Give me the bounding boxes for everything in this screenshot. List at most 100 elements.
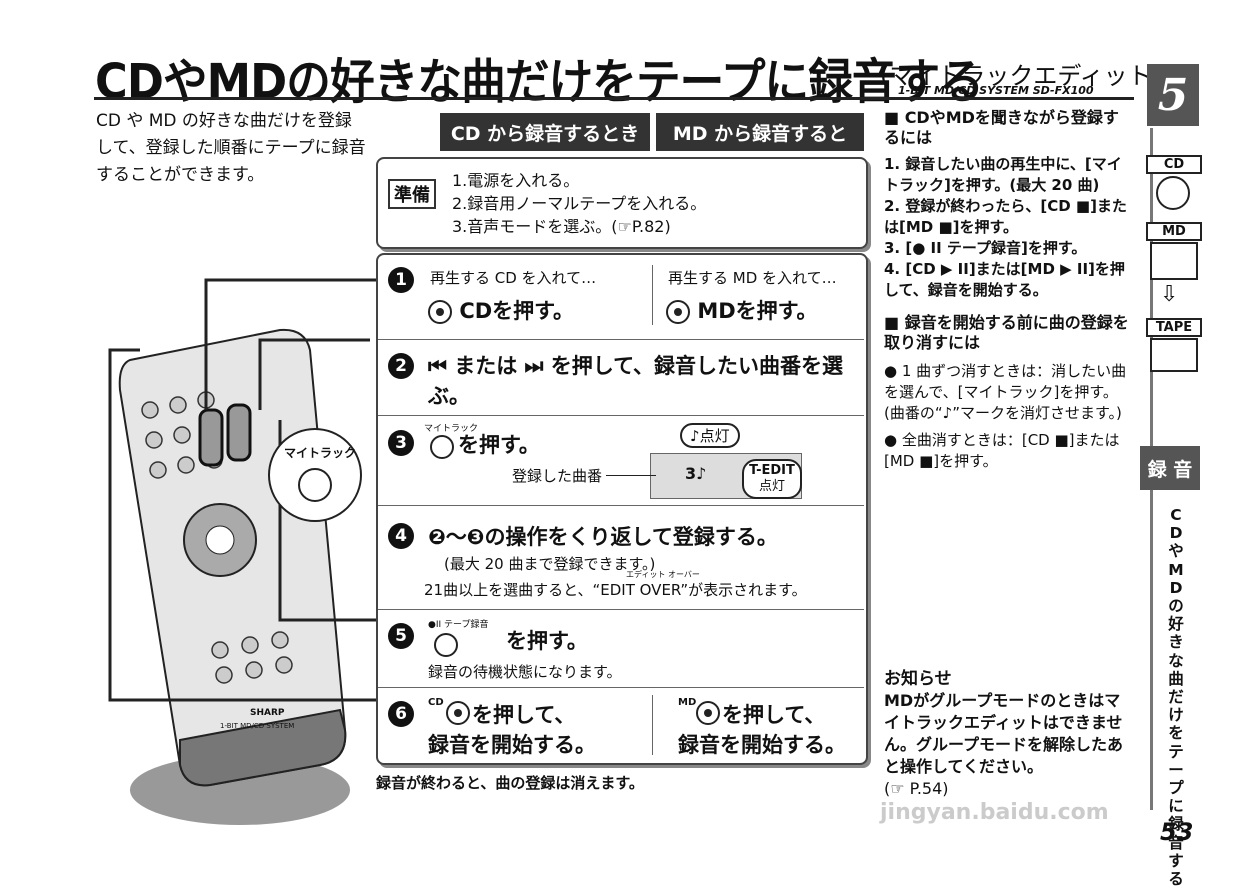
lit-label-note: ♪点灯 (680, 423, 740, 448)
remote-button (271, 631, 289, 649)
step6-cd-line1: を押して、 (472, 703, 576, 727)
notice-text: MDがグループモードのときはマイトラックエディットはできません。グループモードを… (884, 691, 1124, 776)
step4-note2: 21曲以上を選曲すると、“EDIT OVER”が表示されます。 (424, 581, 807, 599)
step-separator (378, 339, 864, 340)
connector-line (258, 338, 370, 410)
step1-md-action-text: MDを押す。 (697, 299, 818, 323)
remote-bottom (179, 708, 347, 787)
remote-button (149, 461, 167, 479)
connector-line (204, 278, 376, 410)
play-pause-icon (696, 701, 720, 725)
prep-item: 2.録音用ノーマルテープを入れる。 (452, 194, 707, 213)
lit-label-tedit: T-EDIT 点灯 (742, 459, 802, 499)
play-pause-icon (446, 701, 470, 725)
play-pause-icon-shape (696, 701, 720, 725)
intro-text: CD や MD の好きな曲だけを登録して、登録した順番にテープに録音することがで… (96, 111, 366, 185)
remote-highlight-buttons (226, 403, 252, 462)
step5-ruby: ●II テープ録音 (428, 620, 489, 630)
remote-button (245, 661, 263, 679)
column-divider (652, 265, 653, 325)
sidebar-item: 1. 録音したい曲の再生中に、[マイトラック]を押す。(最大 20 曲) (884, 155, 1122, 194)
vertical-section-title: CDやMDの好きな曲だけをテープに録音する (1168, 506, 1184, 888)
step-number: 2 (388, 353, 414, 379)
sidebar-item: 2. 登録が終わったら、[CD ■]または[MD ■]を押す。 (884, 197, 1127, 236)
remote-enter (205, 525, 235, 555)
sidebar-sec1-title: ■ CDやMDを聞きながら登録するには (884, 108, 1119, 147)
tape-rec-button-icon (434, 633, 458, 657)
remote-button (215, 666, 233, 684)
remote-button (173, 426, 191, 444)
display-track: 3♪ (685, 464, 707, 483)
md-tab-label: MD (1146, 222, 1202, 241)
sidebar-item: 4. [CD ▶ II]または[MD ▶ II]を押して、録音を開始する。 (884, 260, 1125, 299)
header-md: MD から録音すると (656, 113, 864, 151)
watermark: jingyan.baidu.com (880, 800, 1109, 825)
sidebar-item: ● 1 曲ずつ消すときは：消したい曲を選んで、[マイトラック]を押す。(曲番の“… (884, 362, 1127, 422)
page-number: 53 (1160, 818, 1194, 846)
step-separator (378, 415, 864, 416)
lit-tedit-status: 点灯 (758, 479, 785, 494)
remote-button (241, 636, 259, 654)
step6-md-prefix: MD (678, 697, 697, 708)
step6-cd-prefix: CD (428, 697, 444, 708)
step1-cd-action-text: CDを押す。 (459, 299, 575, 323)
step-number: 5 (388, 623, 414, 649)
mytrack-callout-label: マイトラック (284, 446, 357, 460)
step6-md-line1: を押して、 (722, 703, 826, 727)
step6-cd-line2: 録音を開始する。 (428, 733, 596, 757)
caption-pointer (606, 475, 656, 476)
tab-rule (1150, 128, 1153, 458)
mytrack-callout: マイトラック (268, 428, 362, 522)
cassette-icon (1150, 338, 1198, 372)
chapter-tab: 5 (1147, 64, 1199, 126)
tab-rule (1150, 490, 1153, 810)
remote-button (145, 431, 163, 449)
sidebar: ■ CDやMDを聞きながら登録するには 1. 録音したい曲の再生中に、[マイトラ… (884, 108, 1134, 472)
remote-highlight-buttons (198, 408, 224, 467)
sidebar-item: 3. [● II テープ録音]を押す。 (884, 239, 1087, 257)
step3-ruby: マイトラック (424, 424, 479, 434)
model-name: 1-BIT MD/CD SYSTEM SD-FX100 (898, 84, 1094, 97)
step4-note1: (最大 20 曲まで登録できます。) (444, 555, 656, 573)
step-separator (378, 687, 864, 688)
notice-title: お知らせ (884, 669, 952, 689)
remote-button (211, 641, 229, 659)
lit-tedit-text: T-EDIT (749, 463, 795, 478)
play-pause-icon-shape (446, 701, 470, 725)
connector-lines (108, 278, 376, 702)
remote-brand: SHARP (250, 708, 285, 718)
cd-tab-label: CD (1146, 155, 1202, 174)
remote-button (169, 396, 187, 414)
mytrack-button-icon (298, 468, 332, 502)
step-separator (378, 609, 864, 610)
mytrack-button-icon (430, 435, 454, 459)
prep-item: 3.音声モードを選ぶ。(☞P.82) (452, 217, 671, 236)
step1-cd-label: 再生する CD を入れて… (430, 269, 597, 287)
steps-box: 1 再生する CD を入れて… CDを押す。 再生する MD を入れて… MDを… (376, 253, 868, 765)
step-separator (378, 505, 864, 506)
page-subtitle: (マイトラックエディット) (880, 62, 1162, 90)
display-caption: 登録した曲番 (512, 467, 603, 485)
remote-system: 1-BIT MD/CD SYSTEM (220, 722, 294, 730)
step-number: 1 (388, 267, 414, 293)
step-number: 4 (388, 523, 414, 549)
tape-tab-label: TAPE (1146, 318, 1202, 337)
step5-text: を押す。 (506, 629, 588, 653)
play-stop-icon (666, 300, 690, 324)
step-number: 3 (388, 430, 414, 456)
step2-text: ⏮ または ⏭ を押して、録音したい曲番を選ぶ。 (428, 354, 844, 408)
footer-note: 録音が終わると、曲の登録は消えます。 (376, 774, 644, 792)
header-cd: CD から録音するとき (440, 113, 650, 151)
prep-tag: 準備 (388, 179, 436, 209)
remote-button (141, 401, 159, 419)
arrow-down-icon: ⇩ (1160, 282, 1179, 307)
cd-disc-icon (1156, 176, 1190, 210)
step-number: 6 (388, 701, 414, 727)
prep-item: 1.電源を入れる。 (452, 171, 580, 190)
section-tab: 録 音 (1140, 446, 1200, 490)
remote-button (177, 456, 195, 474)
play-stop-icon (428, 300, 452, 324)
step1-cd-action: CDを押す。 (428, 295, 574, 325)
prep-list: 1.電源を入れる。 2.録音用ノーマルテープを入れる。 3.音声モードを選ぶ。(… (452, 169, 706, 238)
step5-note: 録音の待機状態になります。 (428, 663, 622, 681)
